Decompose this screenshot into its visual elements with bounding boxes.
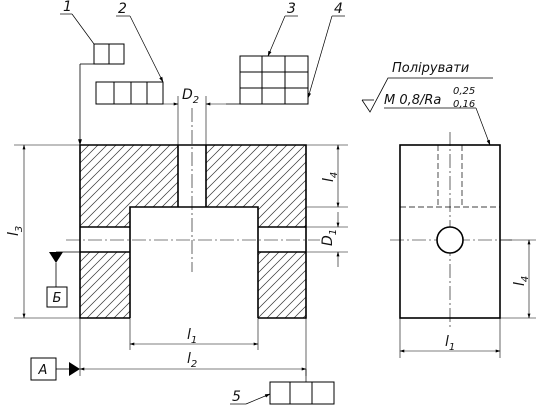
surface-spec: М 0,8/Ra — [384, 93, 441, 108]
leader-1: 1 — [60, 0, 125, 146]
surface-lower: 0,16 — [453, 99, 475, 110]
dim-l1-label: l1 — [187, 327, 197, 346]
leader-4-number: 4 — [334, 1, 343, 17]
leader-2: 2 — [95, 1, 164, 105]
side-view: l4 l1 — [390, 132, 536, 358]
frame-2 — [95, 81, 164, 105]
dim-l3-label: l3 — [6, 226, 25, 236]
dim-d1-label: D1 — [320, 229, 339, 246]
datum-a: А — [30, 357, 80, 381]
hatch-bottom-right — [258, 252, 306, 318]
dim-l2-label: l2 — [187, 351, 197, 370]
hole-circle — [436, 226, 464, 254]
datum-b-label: Б — [53, 291, 62, 306]
hatch-top-right — [206, 145, 306, 227]
datum-a-label: А — [38, 363, 48, 378]
dim-l4-label: l4 — [321, 172, 340, 182]
hatch-top-left — [80, 145, 178, 227]
leader-4: 4 — [307, 1, 345, 99]
leader-5: 5 — [230, 369, 335, 405]
leader-3-number: 3 — [287, 1, 296, 17]
outer-contour — [79, 144, 307, 319]
leader-3: 3 — [226, 1, 309, 105]
roughness-sign — [361, 77, 493, 113]
leader-5-number: 5 — [232, 389, 241, 405]
front-view: D2 l3 l4 D1 l1 l2 — [6, 87, 348, 376]
frame-3 — [239, 55, 309, 105]
datum-b: Б — [46, 251, 80, 308]
hatch-bottom-left — [80, 252, 130, 318]
side-dim-l4-label: l4 — [512, 276, 531, 286]
cavity-contour — [129, 206, 259, 318]
surface-finish-symbol: Полірувати М 0,8/Ra 0,25 0,16 — [361, 61, 493, 146]
side-dim-l1-label: l1 — [445, 334, 455, 353]
frame-5 — [269, 381, 335, 405]
surface-upper: 0,25 — [453, 86, 475, 97]
dim-d2-label: D2 — [182, 87, 199, 106]
leader-1-number: 1 — [63, 0, 72, 15]
surface-note: Полірувати — [392, 61, 469, 76]
leader-2-number: 2 — [118, 1, 127, 17]
